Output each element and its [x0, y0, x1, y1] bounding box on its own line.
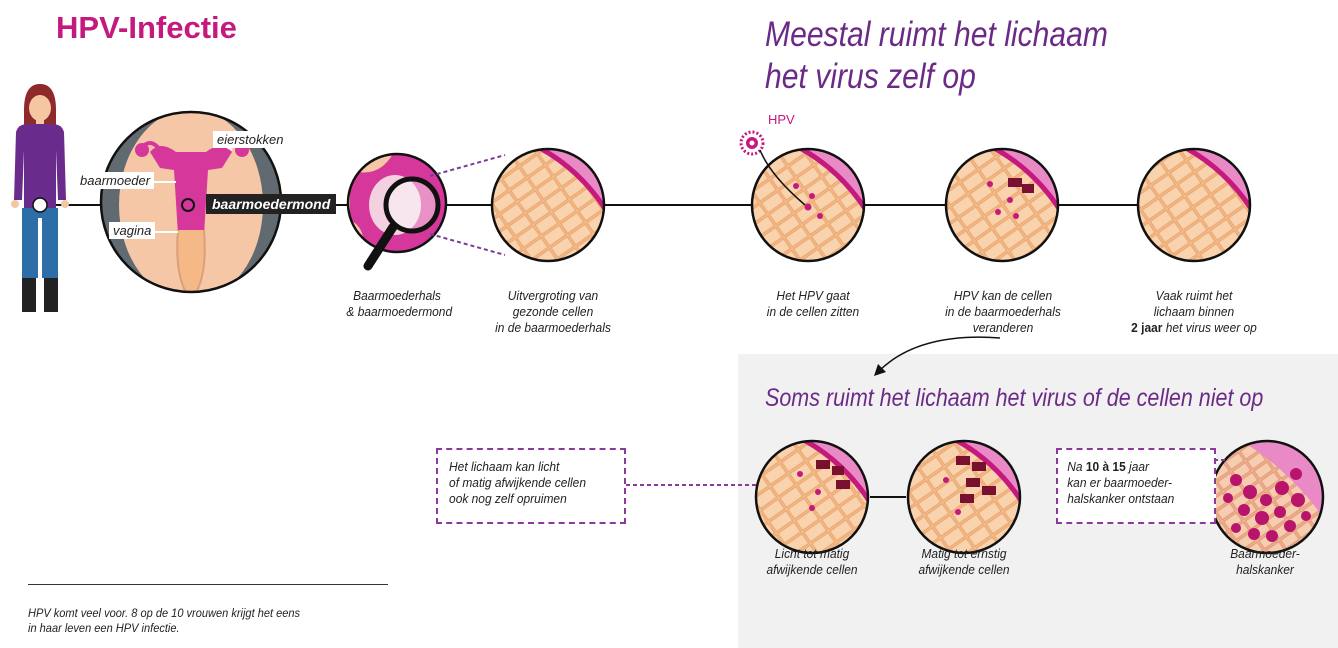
- caption-line: Vaak ruimt het: [1130, 288, 1259, 304]
- footer-line: in haar leven een HPV infectie.: [28, 621, 300, 636]
- caption-line: Uitvergroting van: [493, 288, 613, 304]
- caption-line: lichaam binnen: [1130, 304, 1259, 320]
- footer-divider: [28, 584, 388, 585]
- caption-line: afwijkende cellen: [907, 562, 1021, 578]
- caption-line: Het HPV gaat: [762, 288, 863, 304]
- headline-line-1: Meestal ruimt het lichaam: [765, 14, 1108, 56]
- label-vagina: vagina: [109, 222, 155, 239]
- caption-line: 2 jaar het virus weer op: [1130, 320, 1259, 336]
- caption-line: in de baarmoederhals: [493, 320, 613, 336]
- caption-line: veranderen: [943, 320, 1063, 336]
- note-bold: 10 à 15: [1086, 459, 1126, 474]
- note-line: Het lichaam kan licht: [449, 459, 609, 475]
- page-title: HPV-Infectie: [56, 10, 237, 46]
- label-hpv: HPV: [768, 112, 795, 127]
- caption-line: Matig tot ernstig: [907, 546, 1021, 562]
- label-cervix-os: baarmoedermond: [206, 194, 336, 214]
- caption-line: gezonde cellen: [493, 304, 613, 320]
- caption-mild: Licht tot matig afwijkende cellen: [757, 546, 867, 578]
- main-headline: Meestal ruimt het lichaam het virus zelf…: [765, 14, 1108, 98]
- caption-line: in de cellen zitten: [762, 304, 863, 320]
- caption-bold: 2 jaar: [1131, 320, 1162, 335]
- headline-line-2: het virus zelf op: [765, 56, 1108, 98]
- note-line: of matig afwijkende cellen: [449, 475, 609, 491]
- footer-line: HPV komt veel voor. 8 op de 10 vrouwen k…: [28, 606, 300, 621]
- caption-line: afwijkende cellen: [757, 562, 867, 578]
- note-line: ook nog zelf opruimen: [449, 491, 609, 507]
- woman-figure: [11, 84, 69, 312]
- caption-cervix: Baarmoederhals & baarmoedermond: [346, 288, 447, 320]
- caption-line: & baarmoedermond: [346, 304, 447, 320]
- caption-severe: Matig tot ernstig afwijkende cellen: [907, 546, 1021, 578]
- note-line: halskanker ontstaan: [1067, 491, 1201, 507]
- caption-rest: het virus weer op: [1162, 320, 1256, 335]
- subheadline: Soms ruimt het lichaam het virus of de c…: [765, 384, 1263, 413]
- footer-note: HPV komt veel voor. 8 op de 10 vrouwen k…: [28, 606, 300, 636]
- caption-line: Baarmoeder-: [1214, 546, 1315, 562]
- caption-line: in de baarmoederhals: [943, 304, 1063, 320]
- caption-line: Baarmoederhals: [346, 288, 447, 304]
- caption-line: HPV kan de cellen: [943, 288, 1063, 304]
- label-uterus: baarmoeder: [76, 172, 154, 189]
- caption-line: halskanker: [1214, 562, 1315, 578]
- note-line: Na 10 à 15 jaar: [1067, 459, 1201, 475]
- caption-cancer: Baarmoeder- halskanker: [1214, 546, 1315, 578]
- note-line: kan er baarmoeder-: [1067, 475, 1201, 491]
- label-ovaries: eierstokken: [213, 131, 287, 148]
- note-left-box: Het lichaam kan licht of matig afwijkend…: [436, 448, 626, 524]
- note-prefix: Na: [1067, 459, 1086, 474]
- note-right-box: Na 10 à 15 jaar kan er baarmoeder- halsk…: [1056, 448, 1216, 524]
- caption-hpv-enters: Het HPV gaat in de cellen zitten: [762, 288, 863, 320]
- caption-hpv-changes: HPV kan de cellen in de baarmoederhals v…: [943, 288, 1063, 336]
- caption-clears: Vaak ruimt het lichaam binnen 2 jaar het…: [1130, 288, 1259, 336]
- note-suffix: jaar: [1126, 459, 1149, 474]
- caption-magnification: Uitvergroting van gezonde cellen in de b…: [493, 288, 613, 336]
- caption-line: Licht tot matig: [757, 546, 867, 562]
